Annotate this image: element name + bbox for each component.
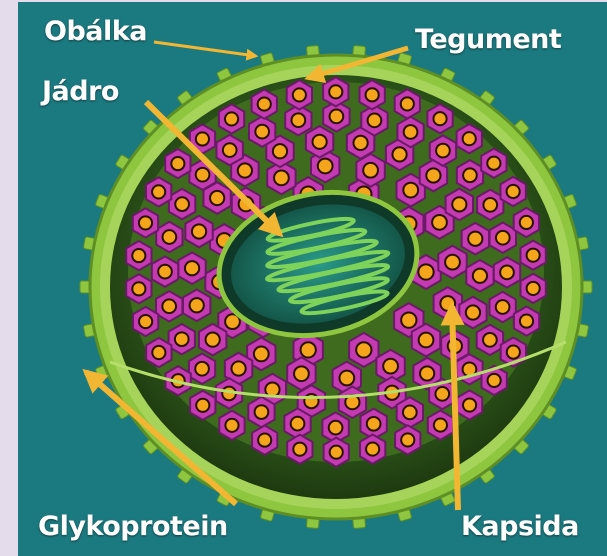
capsomere (249, 116, 275, 146)
capsomere (284, 408, 310, 438)
capsomere (521, 241, 546, 270)
capsomere (185, 216, 212, 248)
capsomere (428, 411, 453, 440)
capsomere (324, 438, 349, 467)
capsomere (169, 189, 195, 219)
capsomere (146, 177, 171, 206)
capsomere (514, 208, 539, 237)
capsomere (156, 291, 182, 321)
label-jadro: Jádro (42, 78, 119, 105)
capsomere (462, 223, 489, 255)
capsomere (349, 333, 378, 367)
capsomere (521, 274, 546, 303)
capsomere (287, 435, 312, 464)
capsomere (152, 256, 178, 286)
capsomere (466, 260, 493, 292)
capsomere (438, 246, 466, 279)
capsomere (126, 274, 151, 303)
capsomere (434, 287, 462, 320)
capsomere (146, 338, 171, 367)
label-glykoprotein: Glykoprotein (38, 513, 228, 540)
capsomere (217, 135, 243, 165)
capsomere (477, 325, 503, 355)
capsomere (501, 177, 526, 206)
capsomere (361, 105, 387, 135)
capsomere (446, 189, 473, 221)
diagram-stage: Obálka Tegument Jádro Glykoprotein Kapsi… (18, 2, 607, 556)
capsomere (165, 149, 190, 178)
capsomere (323, 77, 348, 106)
capsomere (457, 390, 482, 419)
label-obalka: Obálka (44, 18, 147, 45)
capsomere (190, 391, 215, 420)
capsomere (360, 80, 385, 109)
capsomere (477, 190, 503, 220)
capsomere (189, 354, 215, 384)
capsomere (397, 117, 423, 147)
capsomere (133, 307, 158, 336)
capsomere (459, 297, 486, 329)
capsomere (395, 89, 420, 118)
capsomere (219, 411, 244, 440)
capsomere (156, 222, 182, 252)
label-tegument: Tegument (415, 26, 561, 53)
capsomere (457, 160, 483, 190)
capsomere (178, 252, 205, 284)
capsomere (490, 292, 516, 322)
capsomere (126, 241, 151, 270)
capsomere (248, 397, 274, 427)
capsomere (514, 307, 539, 336)
capsomere (494, 257, 520, 287)
capsomere (219, 104, 244, 133)
capsomere (395, 425, 420, 454)
capsomere (252, 90, 277, 119)
capsomere (360, 435, 385, 464)
capsomere (183, 290, 210, 322)
capsomere (252, 426, 277, 455)
capsomere (397, 397, 423, 427)
capsomere (169, 324, 195, 354)
capsomere (490, 223, 516, 253)
capsomere (427, 104, 452, 133)
capsomere (133, 208, 158, 237)
capsomere (306, 126, 333, 158)
capsomere (287, 80, 312, 109)
capsomere (430, 135, 456, 165)
capsomere (412, 324, 440, 357)
label-kapsida: Kapsida (461, 513, 579, 540)
capsomere (339, 386, 366, 418)
capsomere (457, 124, 482, 153)
capsomere (481, 149, 506, 178)
capsomere (199, 324, 226, 356)
